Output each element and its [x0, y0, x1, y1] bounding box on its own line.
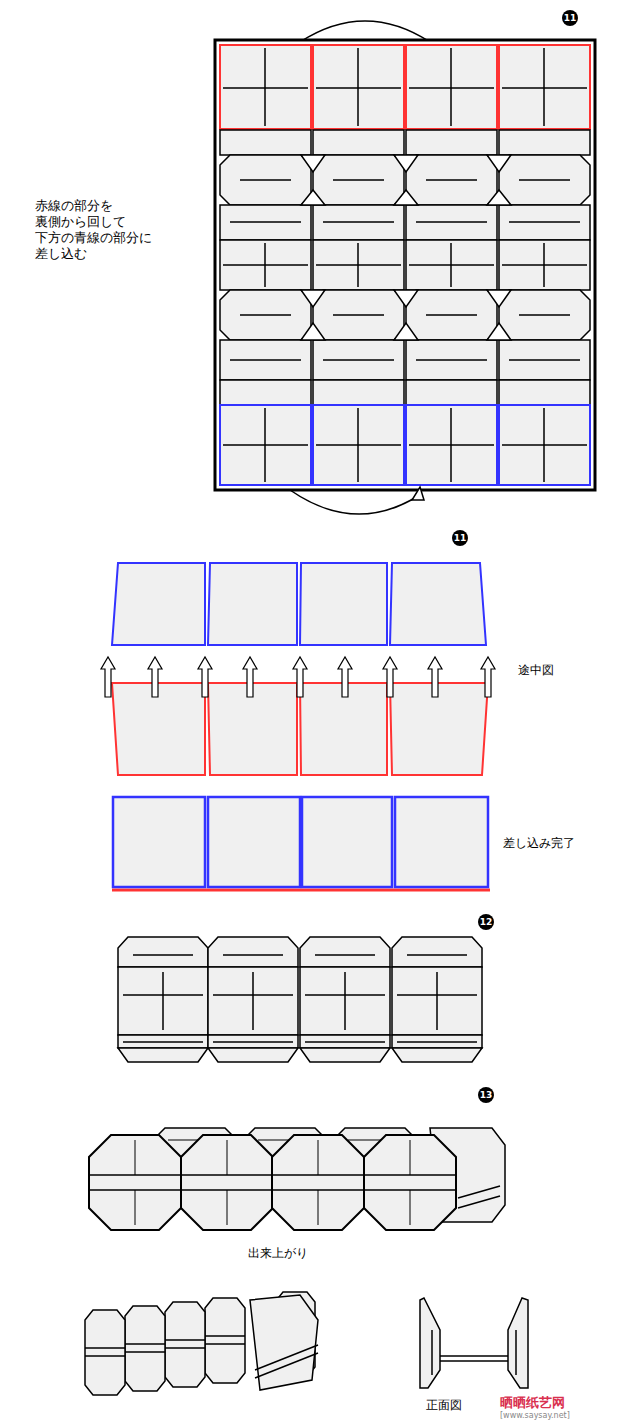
step-number: 11: [562, 10, 578, 26]
instruction-note: 赤線の部分を 裏側から回して 下方の青線の部分に 差し込む: [35, 198, 152, 262]
view-caption: 途中図: [518, 663, 554, 678]
view-caption: 正面図: [426, 1398, 462, 1413]
watermark-url: [www.saysay.net]: [500, 1411, 570, 1421]
step-number: 13: [478, 1087, 494, 1103]
view-caption: 差し込み完了: [503, 836, 575, 851]
view-caption: 出来上がり: [248, 1246, 308, 1261]
watermark: 晒晒纸艺网: [500, 1395, 565, 1410]
step-number: 11: [452, 530, 468, 546]
step-number: 12: [478, 914, 494, 930]
